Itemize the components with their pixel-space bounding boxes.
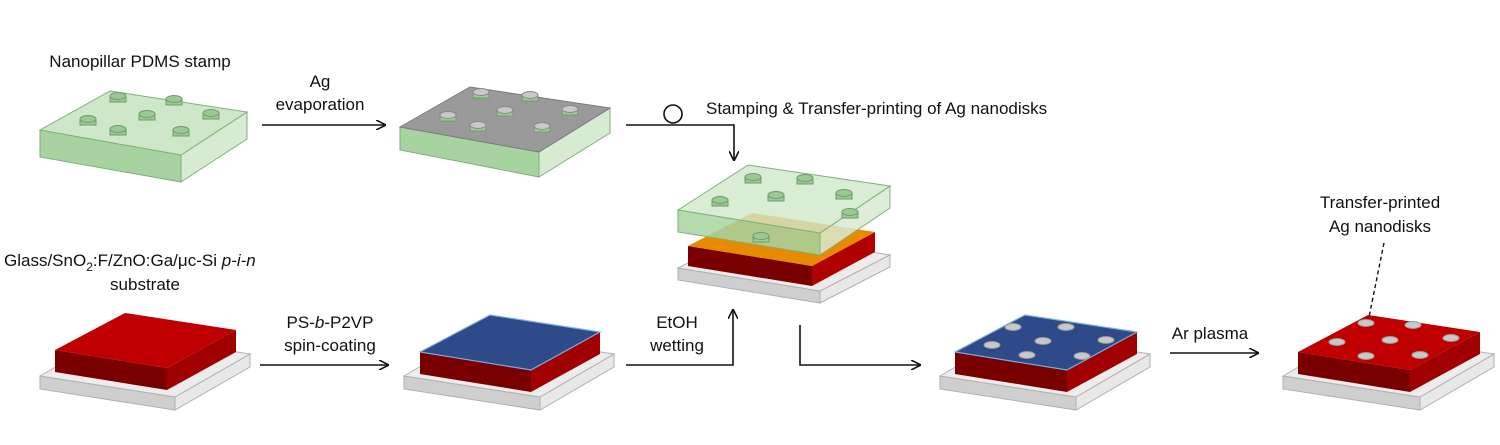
ps-p2vp-label-line2: spin-coating <box>284 336 376 355</box>
stamping-assembly <box>676 164 892 304</box>
arrow-to-result <box>799 325 920 365</box>
ag-nanodisk-icon <box>1328 319 1460 360</box>
arrow-etoh-wetting <box>626 310 733 366</box>
disks-on-polymer-substrate <box>938 314 1152 411</box>
ar-plasma-label: Ar plasma <box>1172 324 1249 343</box>
transfer-printed-label-line1: Transfer-printed <box>1320 193 1440 212</box>
final-substrate <box>1281 315 1496 411</box>
pdms-stamp <box>38 90 249 183</box>
etoh-label-line2: wetting <box>649 336 704 355</box>
ag-nanodisk-icon <box>983 323 1115 360</box>
stamp-label: Nanopillar PDMS stamp <box>49 52 230 71</box>
transfer-printed-label-line2: Ag nanodisks <box>1329 217 1431 236</box>
stamping-label: Stamping & Transfer-printing of Ag nanod… <box>706 99 1047 118</box>
roller-icon <box>663 104 683 124</box>
bare-substrate <box>38 313 252 411</box>
arrow-stamping <box>626 124 734 160</box>
substrate-label-line1: Glass/SnO2:F/ZnO:Ga/μc-Si p-i-n <box>4 251 256 274</box>
substrate-label-line2: substrate <box>110 275 180 294</box>
polymer-coated-substrate <box>402 314 616 411</box>
ps-p2vp-label-line1: PS-b-P2VP <box>287 313 374 332</box>
etoh-label-line1: EtOH <box>656 313 698 332</box>
ag-coated-stamp <box>398 86 612 178</box>
ag-evaporation-label-line1: Ag <box>310 72 331 91</box>
transfer-printed-pointer <box>1367 242 1385 323</box>
ag-evaporation-label-line2: evaporation <box>276 95 365 114</box>
nanopillar-icon <box>79 92 220 137</box>
